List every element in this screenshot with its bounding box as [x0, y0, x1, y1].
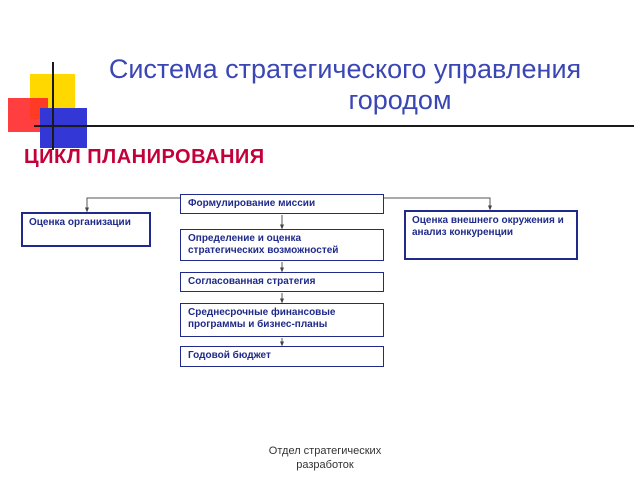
decor-blue-square	[40, 108, 87, 148]
box-financial-programs: Среднесрочные финансовые программы и биз…	[180, 303, 384, 337]
connector-mission-to-external	[384, 197, 492, 211]
box-agreed-strategy: Согласованная стратегия	[180, 272, 384, 292]
box-annual-budget: Годовой бюджет	[180, 346, 384, 367]
page-title-line1: Система стратегического управления	[108, 54, 582, 84]
decor-horizontal-line	[34, 125, 634, 127]
decor-vertical-line	[52, 62, 54, 150]
footer-text: Отдел стратегических разработок	[268, 445, 382, 471]
box-external-assessment: Оценка внешнего окружения и анализ конку…	[404, 210, 578, 260]
section-subtitle: ЦИКЛ ПЛАНИРОВАНИЯ	[24, 146, 265, 168]
page-title: Система стратегического управления город…	[90, 54, 620, 116]
page-title-line2: городом	[348, 85, 452, 115]
box-organization-assessment: Оценка организации	[21, 212, 151, 247]
box-strategic-opportunities: Определение и оценка стратегических возм…	[180, 229, 384, 261]
connector-mission-to-org	[85, 197, 180, 213]
box-mission: Формулирование миссии	[180, 194, 384, 214]
